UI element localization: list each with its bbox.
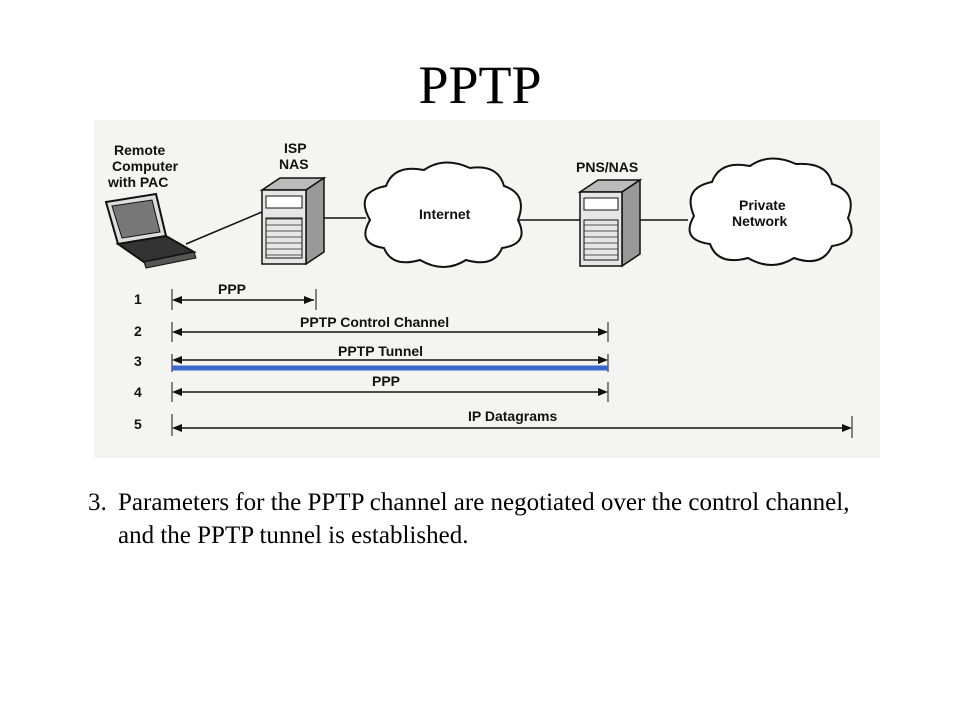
step-row: 2 PPTP Control Channel xyxy=(134,314,609,342)
pns-server-icon xyxy=(577,178,643,268)
step-row: 4 PPP xyxy=(134,373,609,402)
step-number: 3 xyxy=(134,353,142,369)
step-label: PPTP Tunnel xyxy=(338,343,423,359)
step-number: 4 xyxy=(134,384,142,400)
step-row: 1 PPP xyxy=(134,281,317,310)
caption-text: Parameters for the PPTP channel are nego… xyxy=(118,489,850,549)
step-label: PPP xyxy=(218,281,246,297)
private-network-cloud-icon: Private Network xyxy=(688,157,853,266)
slide-title: PPTP xyxy=(418,55,542,115)
pptp-diagram: Remote Computer with PAC ISP NAS PNS/NAS xyxy=(94,120,880,458)
step-number: 5 xyxy=(134,416,142,432)
step-row: 3 PPTP Tunnel xyxy=(134,343,609,372)
step-label: PPTP Control Channel xyxy=(300,314,449,330)
remote-computer-label: Remote Computer with PAC xyxy=(107,142,182,190)
caption-number: 3. xyxy=(88,489,107,516)
step-label: IP Datagrams xyxy=(468,408,557,424)
internet-cloud-icon: Internet xyxy=(363,161,523,268)
step-row: 5 IP Datagrams xyxy=(134,408,853,438)
step-number: 2 xyxy=(134,323,142,339)
pns-nas-label: PNS/NAS xyxy=(576,159,638,175)
slide-caption: 3. Parameters for the PPTP channel are n… xyxy=(88,486,888,552)
private-network-label: Private Network xyxy=(732,197,790,229)
isp-server-icon xyxy=(259,176,327,266)
step-label: PPP xyxy=(372,373,400,389)
laptop-icon xyxy=(104,192,197,269)
step-number: 1 xyxy=(134,291,142,307)
svg-text:Internet: Internet xyxy=(419,206,471,222)
isp-nas-label: ISP NAS xyxy=(279,140,310,172)
